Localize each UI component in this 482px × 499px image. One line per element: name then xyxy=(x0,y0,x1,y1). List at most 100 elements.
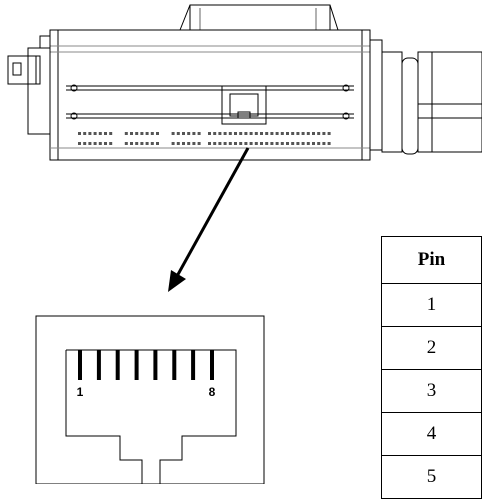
vent-dot xyxy=(312,132,315,135)
pin-contacts xyxy=(78,350,214,380)
vent-dot xyxy=(317,132,321,135)
vent-dot xyxy=(275,142,279,145)
pin-number-cell: 3 xyxy=(381,369,482,413)
vent-dot xyxy=(244,142,248,145)
vent-dot xyxy=(317,142,321,145)
vent-dot xyxy=(135,142,139,145)
vent-dot xyxy=(130,142,133,145)
vent-dot xyxy=(270,132,274,135)
vent-dot xyxy=(197,132,201,135)
vent-dot xyxy=(234,132,237,135)
pin-number-cell: 4 xyxy=(381,412,482,456)
vent-dot xyxy=(223,132,227,135)
vent-dot xyxy=(176,142,180,145)
table-row: 2 xyxy=(381,326,482,370)
vent-dot xyxy=(213,132,217,135)
vent-dot xyxy=(156,142,159,145)
pin-number-cell: 2 xyxy=(381,326,482,370)
vent-dot xyxy=(104,142,107,145)
vent-dot xyxy=(280,132,284,135)
vent-dot xyxy=(223,142,227,145)
vent-dot xyxy=(270,142,274,145)
vent-dot xyxy=(140,142,144,145)
vent-dot xyxy=(322,132,326,135)
pin-column-header: Pin xyxy=(381,236,482,284)
vent-dot xyxy=(83,142,87,145)
rj45-jack-outline xyxy=(65,349,237,484)
vent-dot xyxy=(150,132,154,135)
pin-contact xyxy=(96,350,101,380)
vent-dot xyxy=(197,142,201,145)
vent-dot xyxy=(265,132,269,135)
pin-number-cell: 1 xyxy=(381,283,482,327)
vent-dot xyxy=(254,132,258,135)
mounting-bracket xyxy=(179,4,339,31)
screw xyxy=(70,84,78,92)
vent-dot xyxy=(208,132,211,135)
vent-dot xyxy=(249,142,253,145)
vent-dot xyxy=(306,132,310,135)
vent-dot xyxy=(78,142,81,145)
vent-dot xyxy=(286,142,289,145)
vent-dot xyxy=(218,132,222,135)
lens-barrel xyxy=(417,51,482,153)
pin-table-header-row: Pin xyxy=(381,236,482,284)
vent-dot xyxy=(296,142,300,145)
power-terminal xyxy=(7,55,41,85)
vent-dot xyxy=(275,132,279,135)
rj45-enlarged xyxy=(35,315,265,485)
pin-label-last: 8 xyxy=(209,385,216,399)
vent-dot xyxy=(109,142,113,145)
vent-dot xyxy=(265,142,269,145)
pin-contact xyxy=(134,350,139,380)
lens-ring xyxy=(369,39,383,151)
rj45-frame xyxy=(35,315,265,485)
pin-contact xyxy=(115,350,120,380)
pointer-arrow xyxy=(168,147,250,292)
vent-dot xyxy=(234,142,237,145)
vent-dot xyxy=(130,132,133,135)
vent-dot xyxy=(176,132,180,135)
vent-dot xyxy=(228,132,232,135)
screw xyxy=(342,112,350,120)
vent-dot xyxy=(171,132,175,135)
vent-dot xyxy=(208,142,211,145)
vent-dot xyxy=(182,132,185,135)
rear-cap xyxy=(27,47,51,135)
pin-contact xyxy=(210,350,214,380)
vent-dot xyxy=(306,142,310,145)
vent-dot xyxy=(228,142,232,145)
pin-number-cell: 5 xyxy=(381,455,482,499)
vent-dot xyxy=(192,132,196,135)
pin-contact xyxy=(153,350,158,380)
vent-dot xyxy=(182,142,185,145)
pin-contact xyxy=(78,350,82,380)
vent-dot xyxy=(286,132,289,135)
pin-contact xyxy=(172,350,177,380)
camera-illustration xyxy=(7,4,482,161)
vent-dots xyxy=(78,132,331,145)
vent-dot xyxy=(218,142,222,145)
vent-dot xyxy=(171,142,175,145)
vent-dot xyxy=(239,142,243,145)
vent-dot xyxy=(301,142,305,145)
vent-dot xyxy=(98,132,102,135)
vent-dot xyxy=(296,132,300,135)
screw xyxy=(342,84,350,92)
vent-dot xyxy=(150,142,154,145)
vent-dot xyxy=(291,132,295,135)
vent-dot xyxy=(239,132,243,135)
table-row: 3 xyxy=(381,369,482,413)
pin-label-first: 1 xyxy=(77,385,84,399)
table-row: 5 xyxy=(381,455,482,499)
camera-housing xyxy=(49,29,371,161)
vent-dot xyxy=(78,132,81,135)
vent-dot xyxy=(145,132,149,135)
table-row: 4 xyxy=(381,412,482,456)
vent-dot xyxy=(140,132,144,135)
vent-dot xyxy=(187,132,191,135)
vent-dot xyxy=(124,142,128,145)
vent-dot xyxy=(98,142,102,145)
vent-dot xyxy=(88,142,92,145)
